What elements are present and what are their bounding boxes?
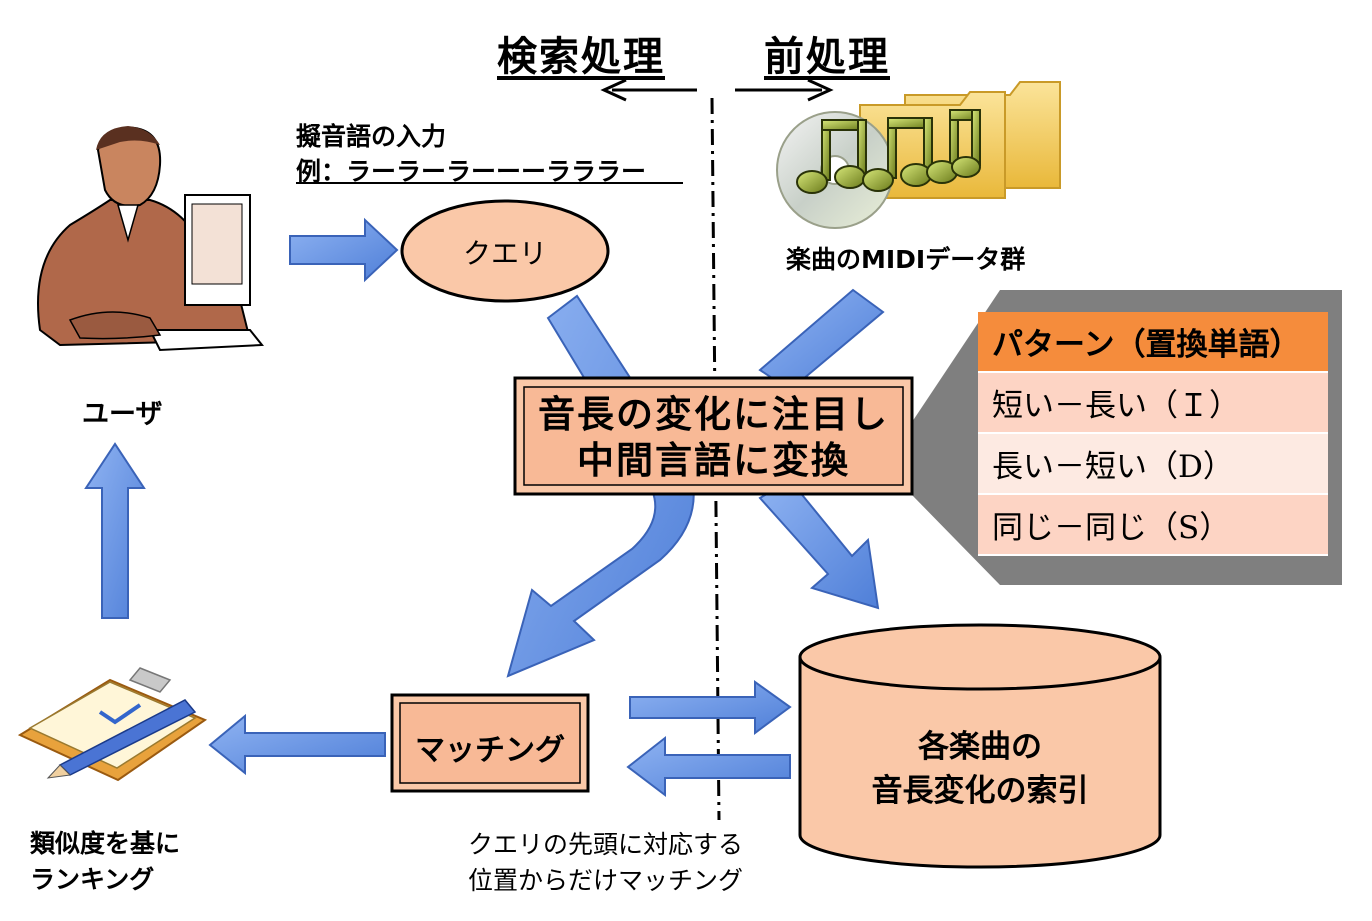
midi-files-illustration bbox=[776, 81, 1061, 229]
arrow-index-to-matching bbox=[626, 735, 791, 798]
arrow-user-to-query bbox=[289, 217, 399, 283]
index-label: 各楽曲の 音長変化の索引 bbox=[800, 725, 1160, 813]
matching-label: マッチング bbox=[415, 733, 565, 768]
convert-label-line1: 音長の変化に注目し bbox=[538, 393, 889, 436]
arrow-ranking-to-user bbox=[84, 442, 146, 619]
pattern-row-increase: 短い－長い（Ｉ） bbox=[978, 372, 1328, 434]
pattern-row-decrease: 長い－短い（D） bbox=[978, 433, 1328, 495]
index-label-line1: 各楽曲の bbox=[918, 729, 1042, 765]
midi-label: 楽曲のMIDIデータ群 bbox=[786, 245, 1026, 274]
input-title: 擬音語の入力 bbox=[296, 122, 447, 151]
ranking-label: 類似度を基に ランキング bbox=[30, 826, 180, 898]
preprocess-header: 前処理 bbox=[764, 34, 890, 80]
pattern-table: パターン（置換単語） 短い－長い（Ｉ） 長い－短い（D） 同じ－同じ（S） bbox=[978, 312, 1328, 556]
matching-note-line1: クエリの先頭に対応する bbox=[468, 830, 744, 859]
input-example: 例：ラーラーラーーーラララー bbox=[296, 157, 647, 186]
user-illustration bbox=[37, 126, 265, 352]
search-direction-arrow bbox=[600, 78, 697, 102]
matching-node bbox=[390, 693, 590, 793]
ranking-label-line2: ランキング bbox=[30, 865, 155, 894]
arrow-midi-to-convert bbox=[758, 288, 885, 392]
query-label: クエリ bbox=[462, 237, 547, 270]
pattern-row-same: 同じ－同じ（S） bbox=[978, 494, 1328, 556]
ranking-label-line1: 類似度を基に bbox=[30, 829, 181, 858]
query-node bbox=[400, 199, 610, 303]
search-process-header: 検索処理 bbox=[497, 34, 665, 80]
arrow-convert-to-index bbox=[758, 478, 880, 610]
convert-label-line2: 中間言語に変換 bbox=[577, 439, 850, 482]
arrow-matching-to-ranking bbox=[208, 713, 386, 776]
matching-note-line2: 位置からだけマッチング bbox=[468, 866, 744, 895]
clipboard-illustration bbox=[17, 667, 208, 782]
convert-label: 音長の変化に注目し 中間言語に変換 bbox=[524, 392, 903, 484]
matching-note: クエリの先頭に対応する 位置からだけマッチング bbox=[468, 827, 743, 899]
arrow-matching-to-index bbox=[629, 680, 792, 735]
pattern-table-header: パターン（置換単語） bbox=[978, 312, 1328, 373]
index-database-node bbox=[798, 623, 1162, 869]
convert-node bbox=[513, 376, 914, 496]
preprocess-direction-arrow bbox=[735, 78, 834, 102]
user-label: ユーザ bbox=[82, 399, 163, 430]
index-label-line2: 音長変化の索引 bbox=[871, 773, 1089, 809]
